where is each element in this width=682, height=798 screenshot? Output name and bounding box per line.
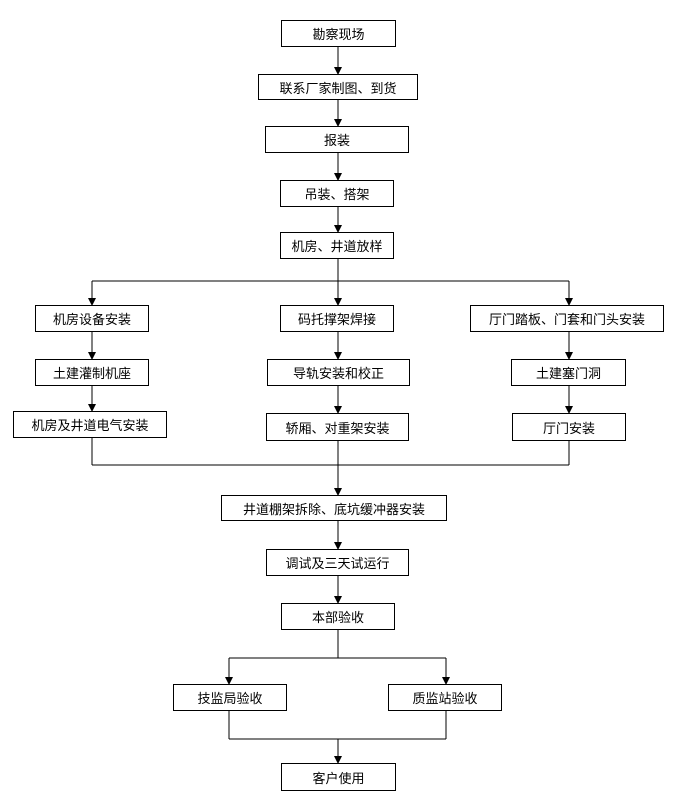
step-guide-rail-install: 导轨安装和校正 <box>267 359 410 386</box>
step-internal-acceptance: 本部验收 <box>281 603 395 630</box>
step-civil-fill-door-hole: 土建塞门洞 <box>511 359 626 386</box>
step-civil-pour-base: 土建灌制机座 <box>35 359 149 386</box>
step-survey: 勘察现场 <box>281 20 396 47</box>
step-machine-room-equipment: 机房设备安装 <box>35 305 149 332</box>
step-contact-factory: 联系厂家制图、到货 <box>258 74 418 100</box>
step-machine-room-shaft-electrical: 机房及井道电气安装 <box>13 411 167 438</box>
step-hoist-scaffold: 吊装、搭架 <box>280 180 394 207</box>
step-report-install: 报装 <box>265 126 409 153</box>
step-debug-trial: 调试及三天试运行 <box>266 549 409 576</box>
step-quality-station-acceptance: 质监站验收 <box>388 684 502 711</box>
step-hall-door: 厅门安装 <box>512 413 626 441</box>
step-customer-use: 客户使用 <box>281 763 396 791</box>
step-hall-door-install: 厅门踏板、门套和门头安装 <box>470 305 664 332</box>
step-tech-supervision-acceptance: 技监局验收 <box>173 684 287 711</box>
step-bracket-welding: 码托撑架焊接 <box>280 305 394 332</box>
step-remove-scaffold-buffer: 井道棚架拆除、底坑缓冲器安装 <box>221 495 447 521</box>
step-machine-room-shaft-layout: 机房、井道放样 <box>280 232 394 259</box>
step-car-counterweight-install: 轿厢、对重架安装 <box>266 413 409 441</box>
